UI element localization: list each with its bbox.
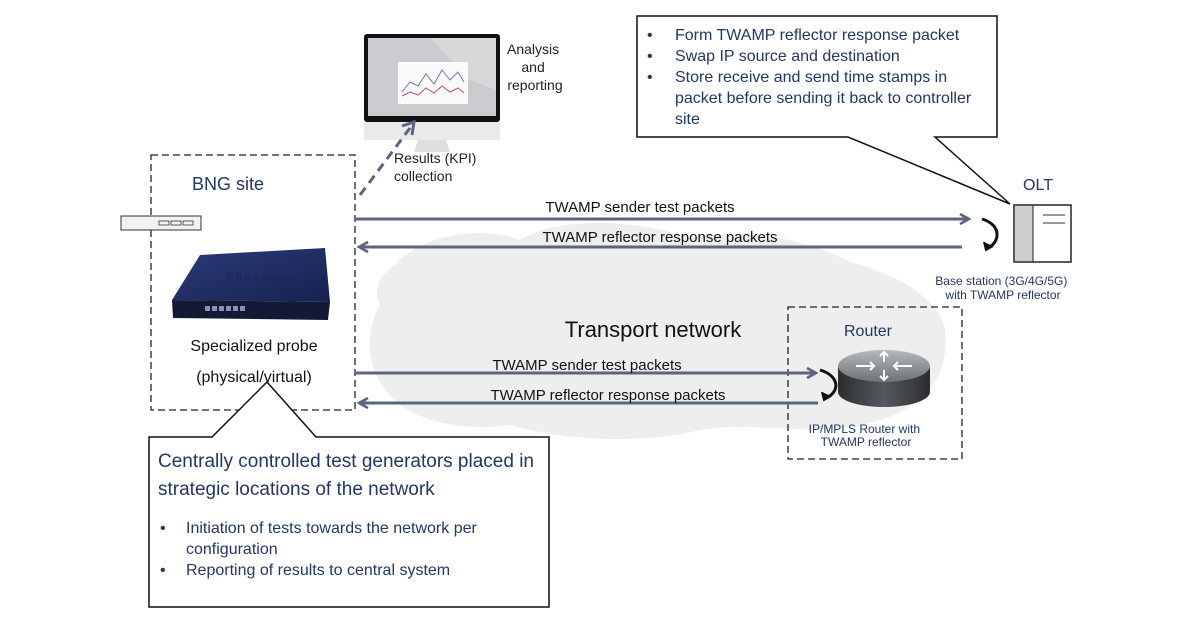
probe-callout-heading: Centrally controlled test generators pla…: [158, 451, 534, 500]
router-reflect-icon: [819, 368, 838, 402]
olt-device-icon: [1013, 204, 1072, 263]
results-label-line2: collection: [394, 168, 452, 184]
router-caption-line1: IP/MPLS Router with: [809, 422, 920, 436]
olt-title: OLT: [1023, 177, 1053, 194]
olt-caption-line1: Base station (3G/4G/5G): [935, 274, 1067, 288]
probe-callout-list: Initiation of tests towards the network …: [158, 518, 548, 581]
rack-device-icon: [120, 215, 202, 231]
olt-reflector-label: TWAMP reflector response packets: [542, 229, 777, 246]
reflector-bullet: Swap IP source and destination: [645, 46, 995, 67]
svg-text:IP/MPLS Router with TWAMP: IP/MPLS Router with TWAMP reflector: [809, 422, 924, 449]
bng-site-title: BNG site: [192, 174, 264, 194]
probe-bullet: Initiation of tests towards the network …: [158, 518, 548, 560]
olt-caption-line2: with TWAMP reflector: [944, 288, 1060, 302]
probe-callout: Centrally controlled test generators pla…: [158, 448, 548, 581]
reflector-bullet: Store receive and send time stamps in pa…: [645, 67, 995, 130]
transport-network-label: Transport network: [565, 317, 742, 342]
olt-reflect-icon: [981, 217, 999, 252]
router-reflector-label: TWAMP reflector response packets: [490, 387, 725, 404]
svg-text:Analysis and reporting: Analysis and reporting: [507, 41, 563, 93]
probe-brand-label: CREANORD: [226, 271, 298, 287]
router-sender-label: TWAMP sender test packets: [492, 357, 681, 374]
reflector-bullet: Form TWAMP reflector response packet: [645, 25, 995, 46]
router-box: [787, 306, 963, 460]
router-caption-line2: TWAMP reflector: [821, 435, 912, 449]
analysis-label-line3: reporting: [507, 77, 562, 93]
analysis-label-line1: Analysis: [507, 41, 559, 57]
probe-device-icon: CREANORD: [172, 248, 330, 320]
router-title: Router: [844, 323, 893, 340]
probe-sublabel: (physical/virtual): [196, 369, 312, 386]
results-label-line1: Results (KPI): [394, 150, 476, 166]
analysis-label-line2: and: [521, 59, 544, 75]
transport-network-cloud: [369, 222, 946, 440]
analysis-monitor-icon: [364, 34, 500, 152]
router-device-icon: [838, 350, 930, 407]
svg-text:Results (KPI) collection: Results (KPI) collection: [394, 150, 480, 184]
probe-bullet: Reporting of results to central system: [158, 560, 548, 581]
reflector-callout-list: Form TWAMP reflector response packet Swa…: [645, 25, 995, 130]
svg-text:Base station (3G/4G/5G) wi: Base station (3G/4G/5G) with TWAMP refle…: [935, 274, 1070, 302]
probe-label: Specialized probe: [190, 338, 317, 355]
olt-sender-label: TWAMP sender test packets: [545, 199, 734, 216]
reflector-callout: Form TWAMP reflector response packet Swa…: [645, 25, 995, 130]
